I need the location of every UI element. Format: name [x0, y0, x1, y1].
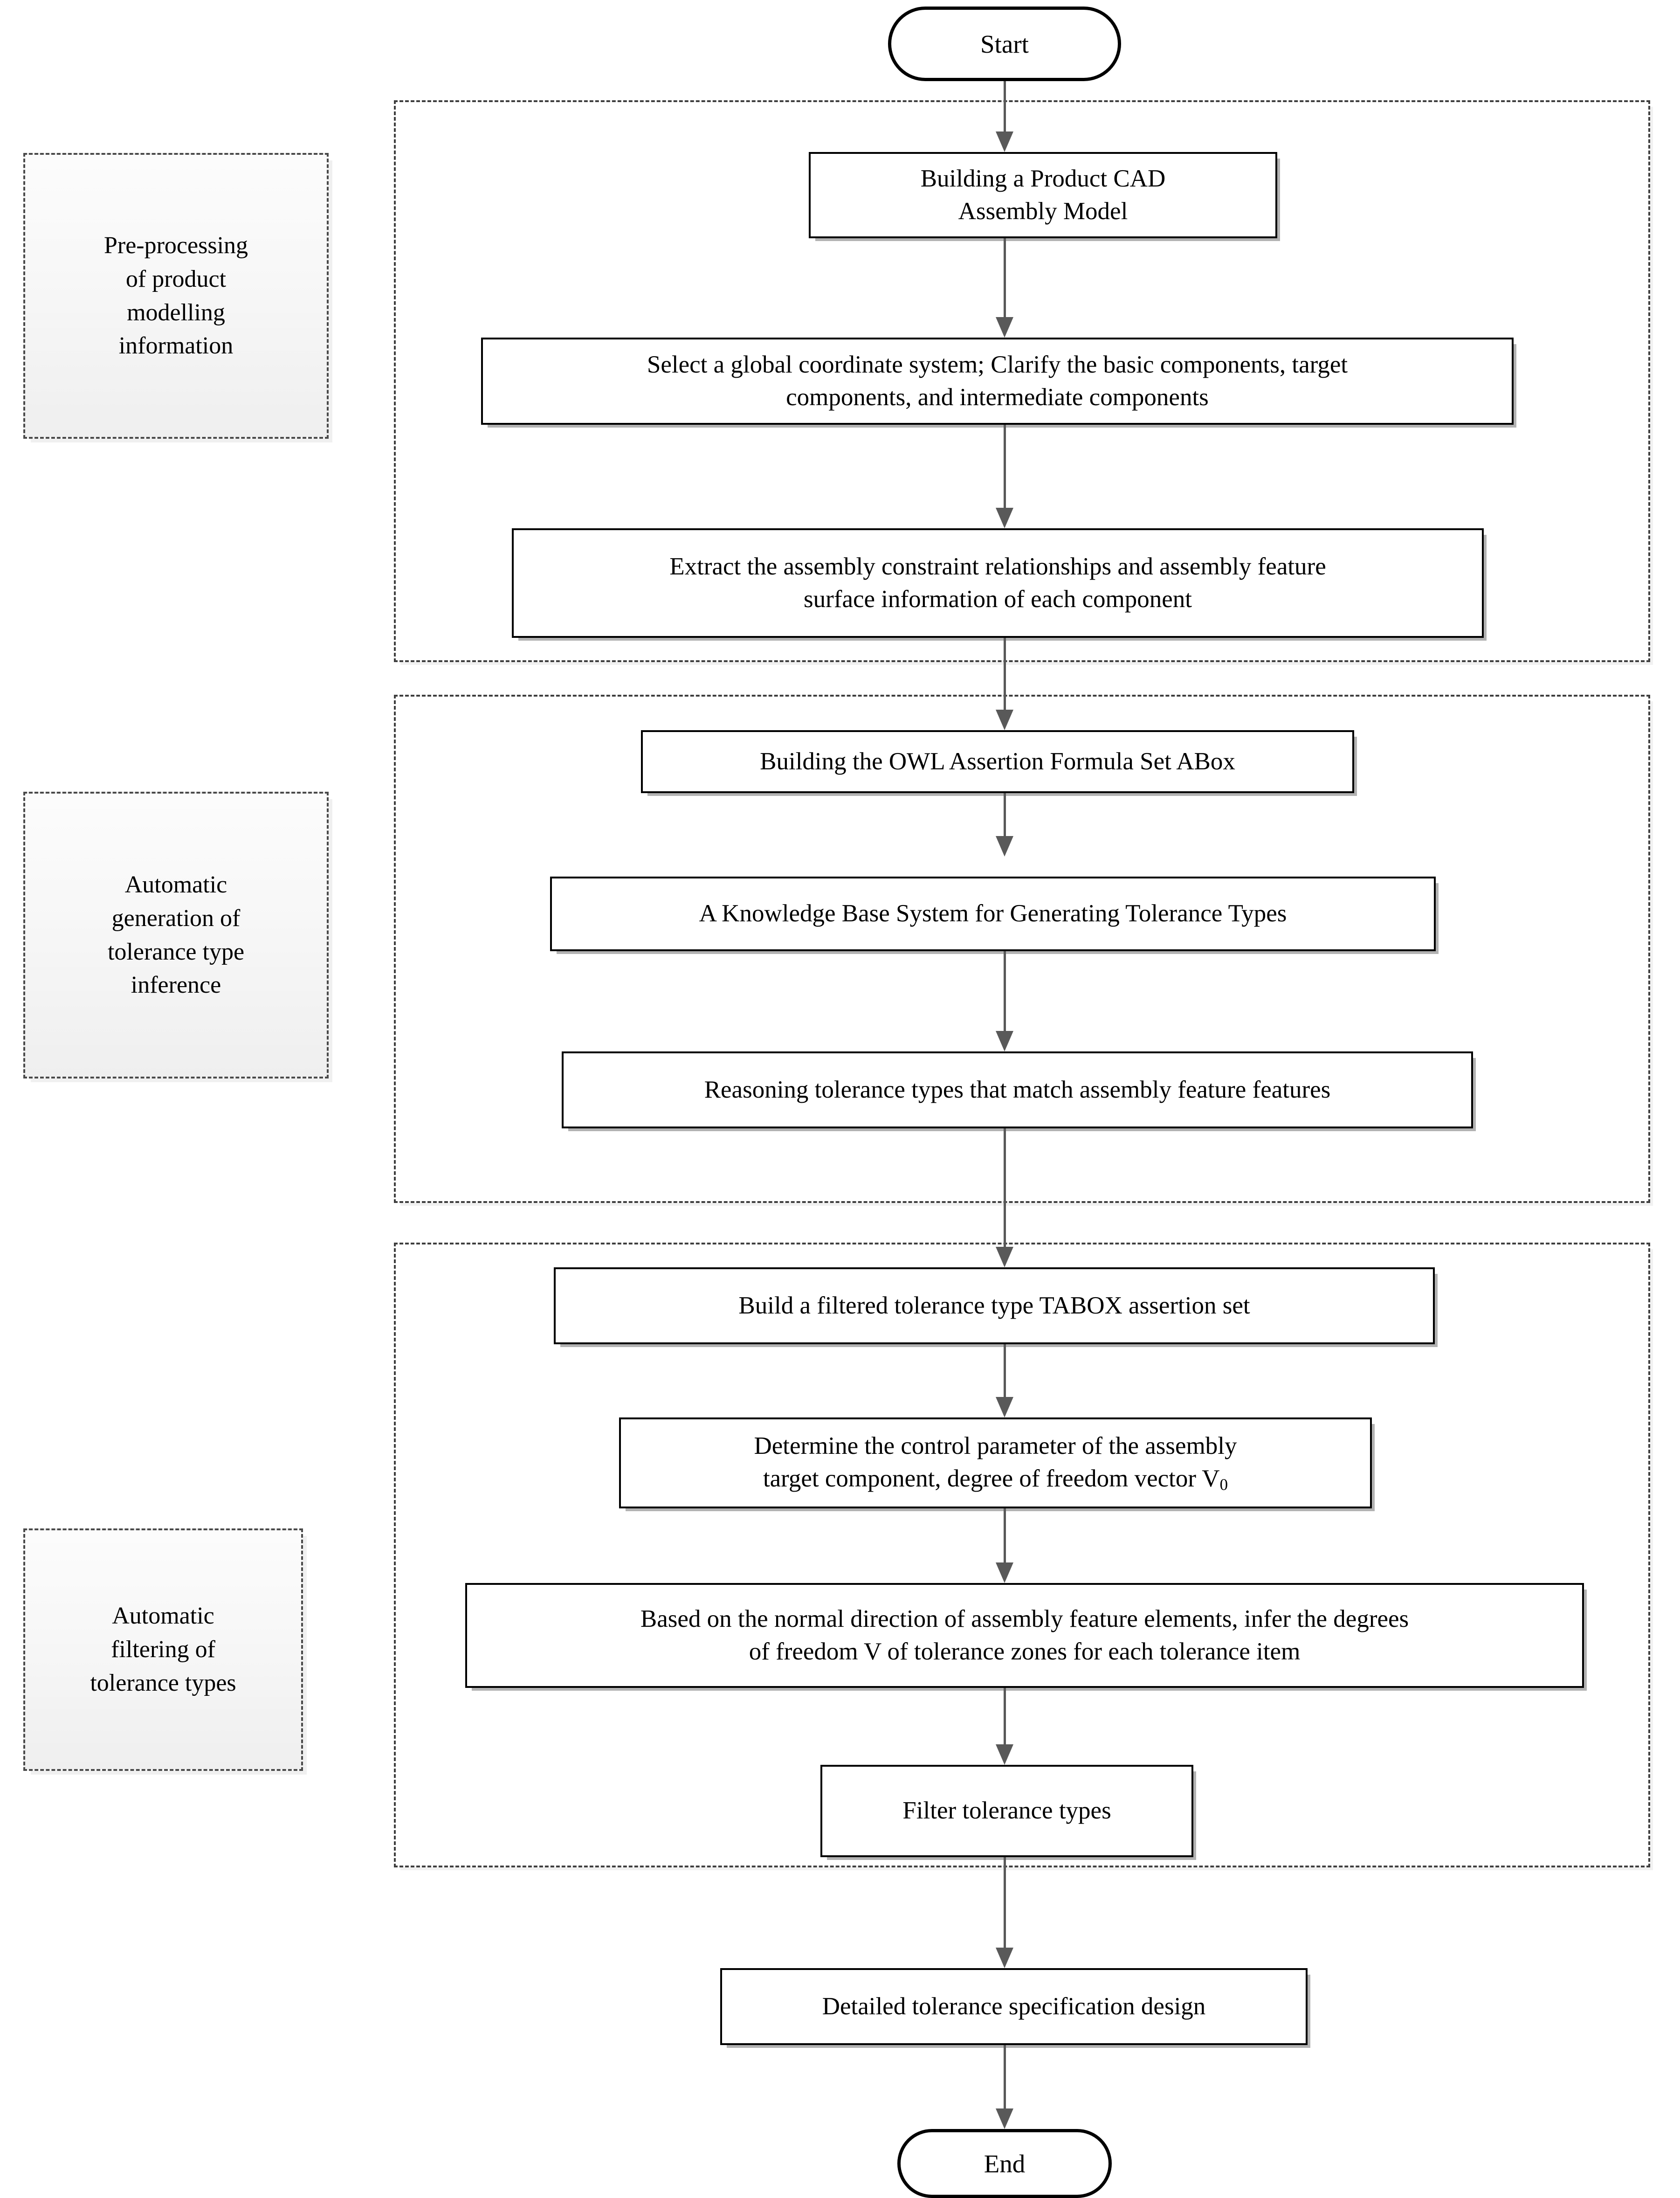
node-label-subscript: 0: [1219, 1475, 1228, 1494]
node-label: Reasoning tolerance types that match ass…: [704, 1076, 1331, 1103]
node-label: Build a filtered tolerance type TABOX as…: [738, 1292, 1250, 1319]
node-detailed-tolerance-specification-design[interactable]: Detailed tolerance specification design: [720, 1968, 1308, 2045]
node-filter-tolerance-types[interactable]: Filter tolerance types: [820, 1765, 1193, 1857]
node-knowledge-base-system[interactable]: A Knowledge Base System for Generating T…: [550, 877, 1436, 951]
stage-label-text: Pre-processing of product modelling info…: [103, 232, 248, 359]
node-determine-control-parameter[interactable]: Determine the control parameter of the a…: [619, 1417, 1372, 1508]
node-label: Select a global coordinate system; Clari…: [647, 351, 1348, 411]
connector-tabox-to-control-param: [995, 1344, 1014, 1417]
stage-label-generation: Automatic generation of tolerance type i…: [23, 792, 329, 1078]
section-generation: [394, 695, 1650, 1203]
node-label: Extract the assembly constraint relation…: [669, 553, 1326, 613]
node-building-cad-assembly-model[interactable]: Building a Product CAD Assembly Model: [809, 152, 1277, 238]
node-label-main: Determine the control parameter of the a…: [754, 1432, 1237, 1493]
connector-abox-to-knowledge-base: [995, 793, 1014, 857]
section-filtering: [394, 1243, 1650, 1867]
node-label: Filter tolerance types: [902, 1797, 1111, 1825]
node-label: Building a Product CAD Assembly Model: [920, 165, 1166, 225]
connector-reasoning-to-tabox: [995, 1128, 1014, 1267]
terminator-start-label: Start: [980, 29, 1029, 58]
connector-cad-to-coordinate: [995, 238, 1014, 338]
node-label: Determine the control parameter of the a…: [747, 1430, 1243, 1496]
terminator-start[interactable]: Start: [888, 7, 1121, 81]
connector-control-param-to-normal-direction: [995, 1508, 1014, 1583]
section-preprocessing: [394, 100, 1650, 662]
connector-extract-to-abox: [995, 638, 1014, 730]
node-label: Based on the normal direction of assembl…: [640, 1605, 1409, 1665]
connector-start-to-cad: [995, 81, 1014, 152]
connector-normal-direction-to-filter: [995, 1688, 1014, 1765]
connector-detailed-design-to-end: [995, 2045, 1014, 2129]
connector-filter-to-detailed-design: [995, 1857, 1014, 1968]
node-label: A Knowledge Base System for Generating T…: [699, 900, 1287, 927]
connector-knowledge-base-to-reasoning: [995, 951, 1014, 1051]
node-building-owl-abox[interactable]: Building the OWL Assertion Formula Set A…: [641, 730, 1354, 793]
stage-label-text: Automatic generation of tolerance type i…: [107, 871, 245, 999]
terminator-end[interactable]: End: [897, 2129, 1112, 2198]
node-infer-degrees-of-freedom[interactable]: Based on the normal direction of assembl…: [465, 1583, 1584, 1688]
connector-coordinate-to-extract: [995, 425, 1014, 528]
stage-label-filtering: Automatic filtering of tolerance types: [23, 1528, 303, 1771]
node-reasoning-tolerance-types[interactable]: Reasoning tolerance types that match ass…: [562, 1051, 1473, 1128]
node-build-tabox-assertion-set[interactable]: Build a filtered tolerance type TABOX as…: [554, 1267, 1435, 1344]
stage-label-preprocessing: Pre-processing of product modelling info…: [23, 153, 329, 439]
node-label: Detailed tolerance specification design: [822, 1992, 1206, 2020]
node-select-global-coordinate-system[interactable]: Select a global coordinate system; Clari…: [481, 338, 1514, 425]
node-label: Building the OWL Assertion Formula Set A…: [760, 747, 1235, 775]
terminator-end-label: End: [984, 2149, 1026, 2178]
stage-label-text: Automatic filtering of tolerance types: [90, 1603, 236, 1696]
node-extract-assembly-constraints[interactable]: Extract the assembly constraint relation…: [512, 528, 1484, 638]
